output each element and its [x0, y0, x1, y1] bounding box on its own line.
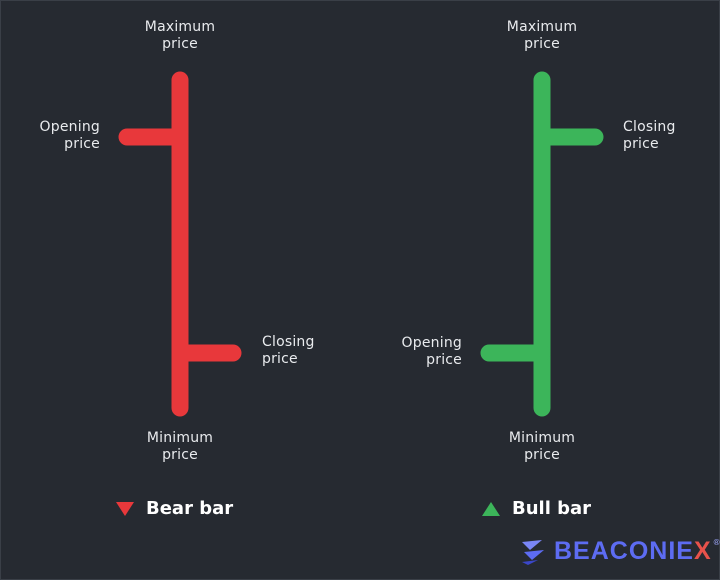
triangle-down-icon	[116, 501, 134, 516]
bear-legend-label: Bear bar	[146, 498, 234, 519]
bear-legend: Bear bar	[116, 498, 233, 519]
beaconiex-logo-text: BEACONIEX	[554, 536, 712, 565]
bull-legend-label: Bull bar	[512, 498, 592, 519]
beaconiex-logo: BEACONIEX ®	[518, 536, 720, 566]
bear-bar	[118, 71, 242, 417]
bull-bar	[480, 71, 604, 417]
registered-mark: ®	[712, 538, 720, 547]
triangle-up-icon	[482, 501, 500, 516]
beaconiex-logo-mark-icon	[522, 540, 544, 565]
bull-legend: Bull bar	[482, 498, 591, 519]
